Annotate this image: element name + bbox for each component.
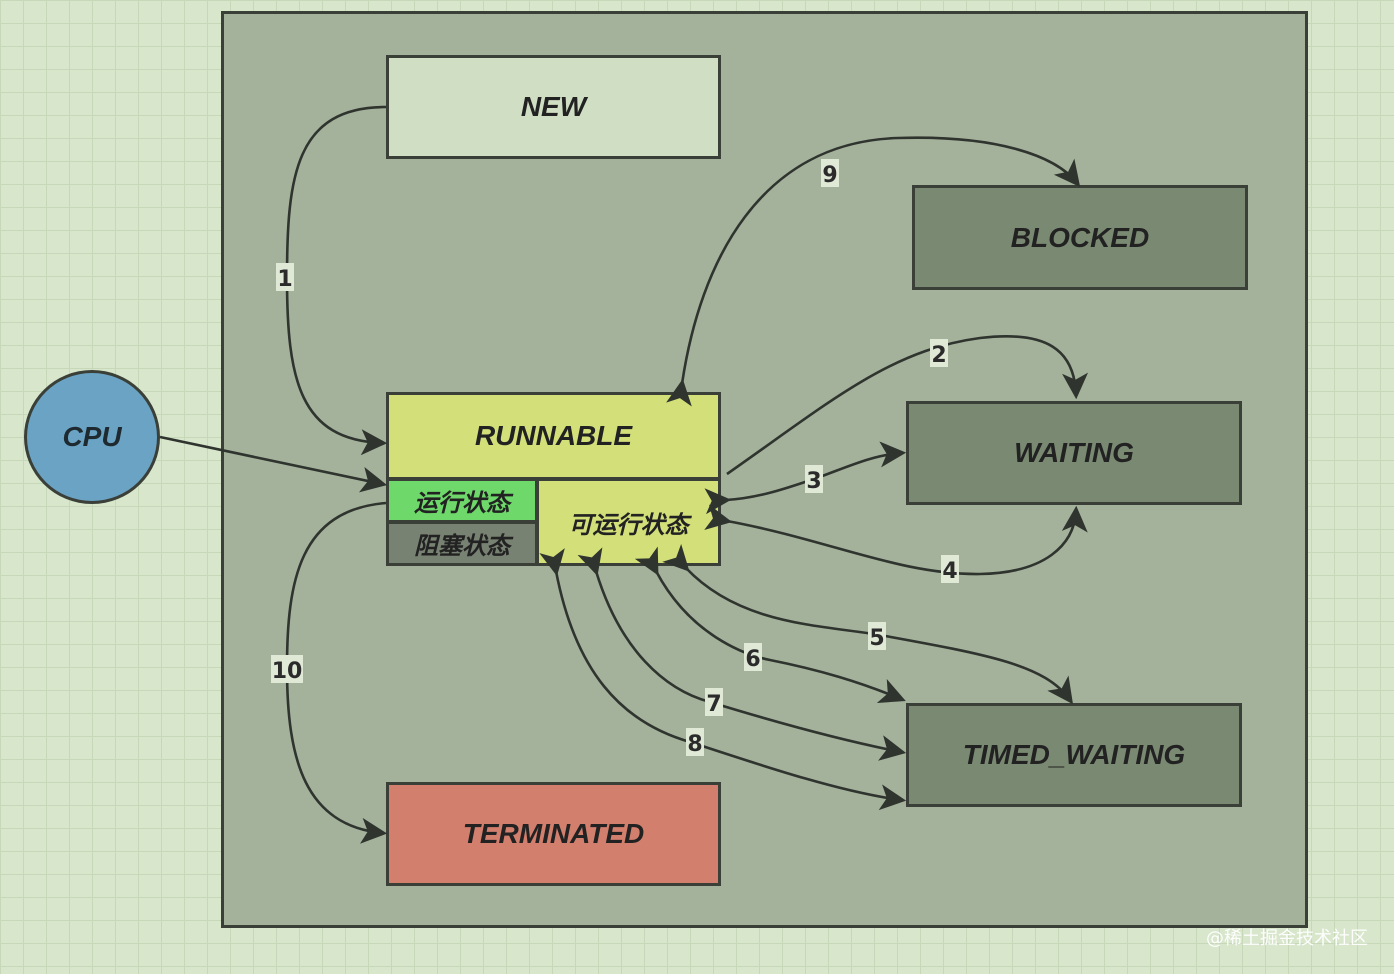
state-timed-waiting-label: TIMED_WAITING xyxy=(962,739,1186,770)
transition-label-5: 5 xyxy=(869,626,884,651)
state-runnable-label: RUNNABLE xyxy=(474,420,633,451)
arrow-6 xyxy=(634,546,906,704)
state-terminated-label: TERMINATED xyxy=(462,818,645,849)
cpu-label: CPU xyxy=(62,421,122,452)
transition-label-6: 6 xyxy=(745,647,760,672)
arrow-cpu-to-runnable xyxy=(159,435,388,493)
state-waiting-label: WAITING xyxy=(1014,437,1134,468)
transition-label-3: 3 xyxy=(806,469,821,494)
arrow-4 xyxy=(704,504,1088,576)
arrow-1 xyxy=(285,105,388,456)
transition-label-1: 1 xyxy=(277,267,292,292)
substate-ready-label: 可运行状态 xyxy=(568,511,689,539)
substate-running-label: 运行状态 xyxy=(414,490,510,517)
cpu-node: CPU xyxy=(24,370,160,504)
transition-label-8: 8 xyxy=(687,732,702,757)
arrow-9 xyxy=(666,136,1081,407)
watermark: @稀土掘金技术社区 xyxy=(1206,928,1368,949)
transition-label-2: 2 xyxy=(931,343,946,368)
transition-label-9: 9 xyxy=(822,163,837,188)
state-new-label: NEW xyxy=(520,91,587,122)
substate-blocked: 阻塞状态 xyxy=(386,521,538,566)
transition-labels: 1 2 3 4 5 6 7 8 9 10 xyxy=(271,159,959,757)
transition-label-10: 10 xyxy=(272,659,303,684)
transition-label-7: 7 xyxy=(706,692,721,717)
arrow-2 xyxy=(726,334,1089,476)
state-timed-waiting: TIMED_WAITING xyxy=(906,703,1242,807)
substate-blocked-label: 阻塞状态 xyxy=(414,533,510,560)
state-waiting: WAITING xyxy=(906,401,1242,505)
state-new: NEW xyxy=(386,55,721,159)
transition-label-4: 4 xyxy=(942,559,957,584)
